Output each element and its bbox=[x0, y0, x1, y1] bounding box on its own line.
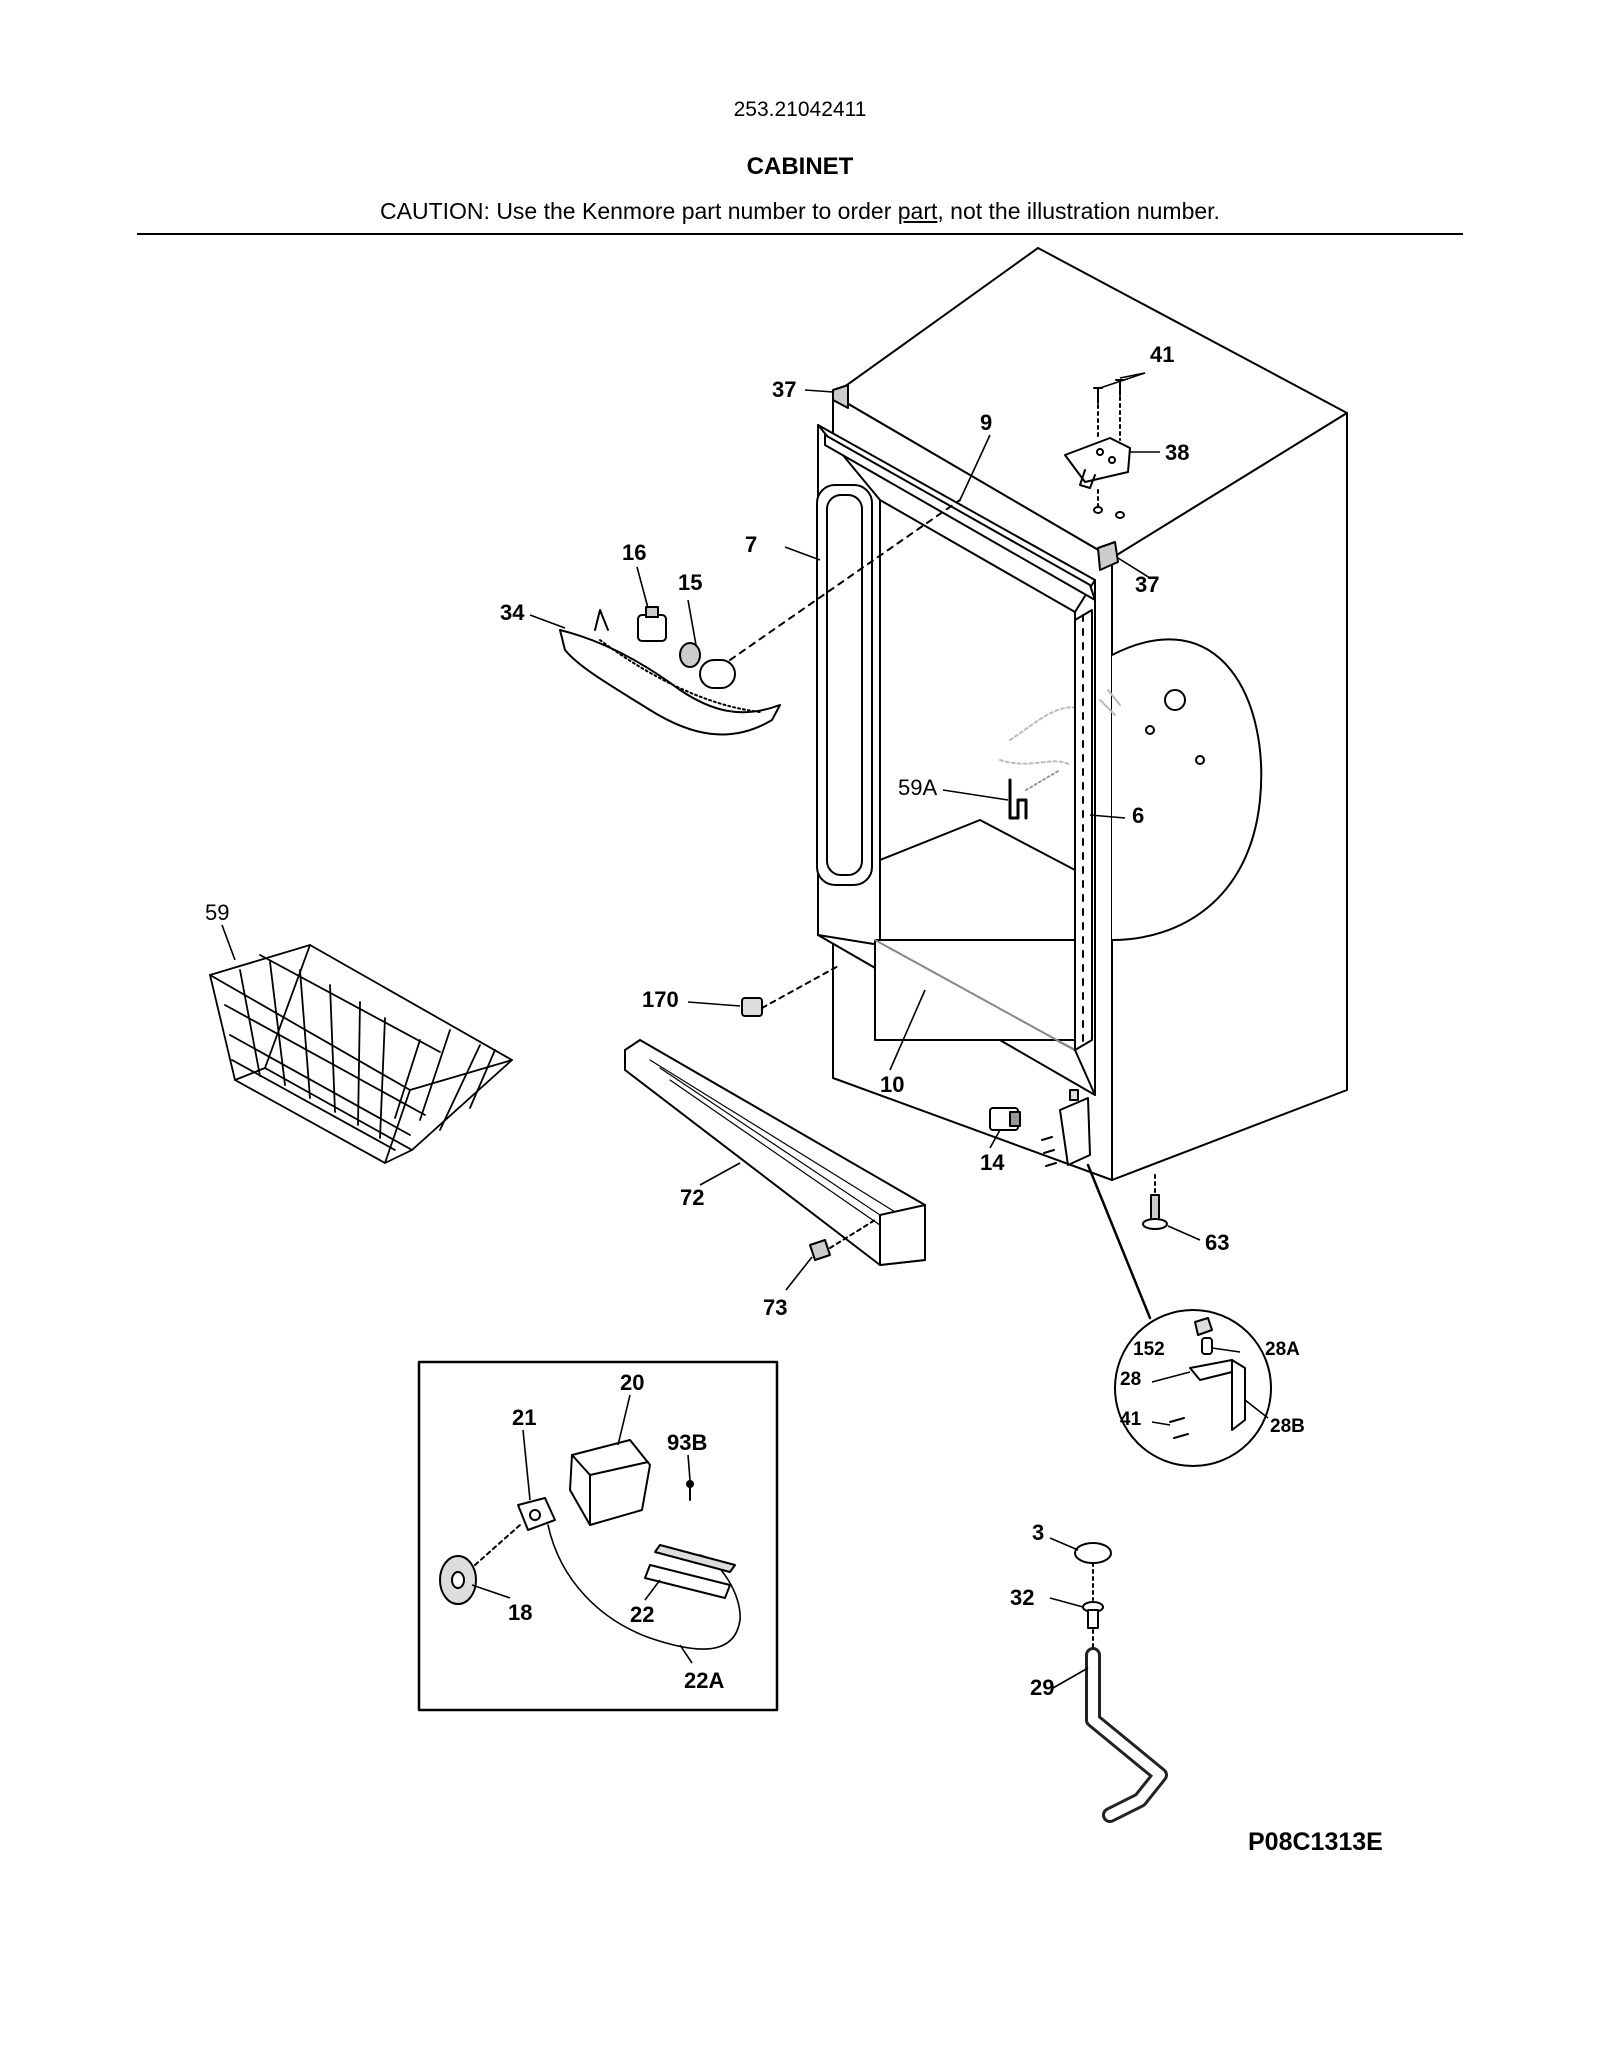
door-switch bbox=[989, 1107, 1021, 1131]
callout-72: 72 bbox=[680, 1185, 704, 1210]
callout-10: 10 bbox=[880, 1072, 904, 1097]
callout-59: 59 bbox=[205, 900, 229, 925]
caution-text-start: CAUTION: Use the Kenmore part number to … bbox=[380, 198, 898, 224]
callout-170: 170 bbox=[642, 987, 679, 1012]
screw-93b bbox=[686, 1480, 694, 1501]
door-strip-right bbox=[1074, 609, 1093, 1051]
callout-41-detail: 41 bbox=[1120, 1409, 1142, 1430]
callout-15: 15 bbox=[678, 570, 702, 595]
callout-37-right: 37 bbox=[1135, 572, 1159, 597]
bracket-22 bbox=[644, 1544, 736, 1599]
evap-fan-motor bbox=[474, 1497, 556, 1566]
callout-18: 18 bbox=[508, 1600, 532, 1625]
callout-22: 22 bbox=[630, 1602, 654, 1627]
caution-text-end: , not the illustration number. bbox=[937, 198, 1220, 224]
grille-clip bbox=[809, 1219, 876, 1261]
toe-grille bbox=[624, 1039, 926, 1266]
callout-73: 73 bbox=[763, 1295, 787, 1320]
callout-28a: 28A bbox=[1265, 1339, 1300, 1360]
callout-9: 9 bbox=[980, 410, 992, 435]
wire-harness bbox=[547, 1524, 741, 1650]
top-hinge bbox=[1064, 379, 1131, 519]
bottom-hinge bbox=[1041, 1089, 1091, 1167]
inset-box bbox=[417, 1360, 779, 1712]
callout-93b: 93B bbox=[667, 1430, 707, 1455]
caution-part-word: part bbox=[897, 198, 938, 224]
trim-corner-right bbox=[1097, 541, 1119, 571]
callout-labels: 37 41 9 38 37 7 16 15 34 59A 6 59 170 10… bbox=[205, 342, 1305, 1700]
callout-59a: 59A bbox=[898, 775, 937, 800]
light-bulb bbox=[679, 642, 736, 689]
callout-6: 6 bbox=[1132, 803, 1144, 828]
caution-note: CAUTION: Use the Kenmore part number to … bbox=[0, 198, 1600, 225]
trim-corner-top-left bbox=[832, 384, 849, 409]
clip-170 bbox=[741, 997, 763, 1017]
callout-leaders bbox=[221, 372, 1269, 1689]
header-divider bbox=[137, 233, 1463, 235]
hinge-detail-parts bbox=[1169, 1317, 1246, 1439]
callout-22a: 22A bbox=[684, 1668, 724, 1693]
callout-41-top: 41 bbox=[1150, 342, 1174, 367]
callout-37-top: 37 bbox=[772, 377, 796, 402]
callout-38: 38 bbox=[1165, 440, 1189, 465]
cabinet-shell bbox=[817, 247, 1348, 1181]
drain-fitting bbox=[1082, 1601, 1104, 1651]
callout-16: 16 bbox=[622, 540, 646, 565]
callout-7: 7 bbox=[745, 532, 757, 557]
door-strip-left bbox=[816, 484, 873, 886]
callout-29: 29 bbox=[1030, 1675, 1054, 1700]
callout-28b: 28B bbox=[1270, 1416, 1305, 1437]
figure-code: P08C1313E bbox=[1248, 1828, 1383, 1856]
detail-leader-line bbox=[1086, 1163, 1152, 1320]
callout-21: 21 bbox=[512, 1405, 536, 1430]
breaker-strip-top bbox=[824, 434, 1096, 601]
drain-plug bbox=[1074, 1542, 1112, 1601]
callout-20: 20 bbox=[620, 1370, 644, 1395]
fan-shroud bbox=[569, 1439, 651, 1526]
lamp-socket bbox=[637, 606, 667, 642]
leveling-leg bbox=[1142, 1174, 1168, 1230]
drain-tube bbox=[1085, 1647, 1168, 1823]
page-title: CABINET bbox=[746, 153, 854, 180]
assembly-line-light bbox=[729, 499, 961, 661]
callout-28: 28 bbox=[1120, 1369, 1141, 1390]
wire-basket bbox=[209, 944, 513, 1164]
light-shield bbox=[559, 609, 781, 736]
callout-14: 14 bbox=[980, 1150, 1005, 1175]
callout-34: 34 bbox=[500, 600, 525, 625]
callout-32: 32 bbox=[1010, 1585, 1034, 1610]
shelf-hook bbox=[1008, 778, 1028, 820]
callout-63: 63 bbox=[1205, 1230, 1229, 1255]
callout-3: 3 bbox=[1032, 1520, 1044, 1545]
fan-blade bbox=[439, 1555, 477, 1605]
model-number: 253.21042411 bbox=[733, 98, 867, 121]
callout-152: 152 bbox=[1133, 1339, 1165, 1360]
